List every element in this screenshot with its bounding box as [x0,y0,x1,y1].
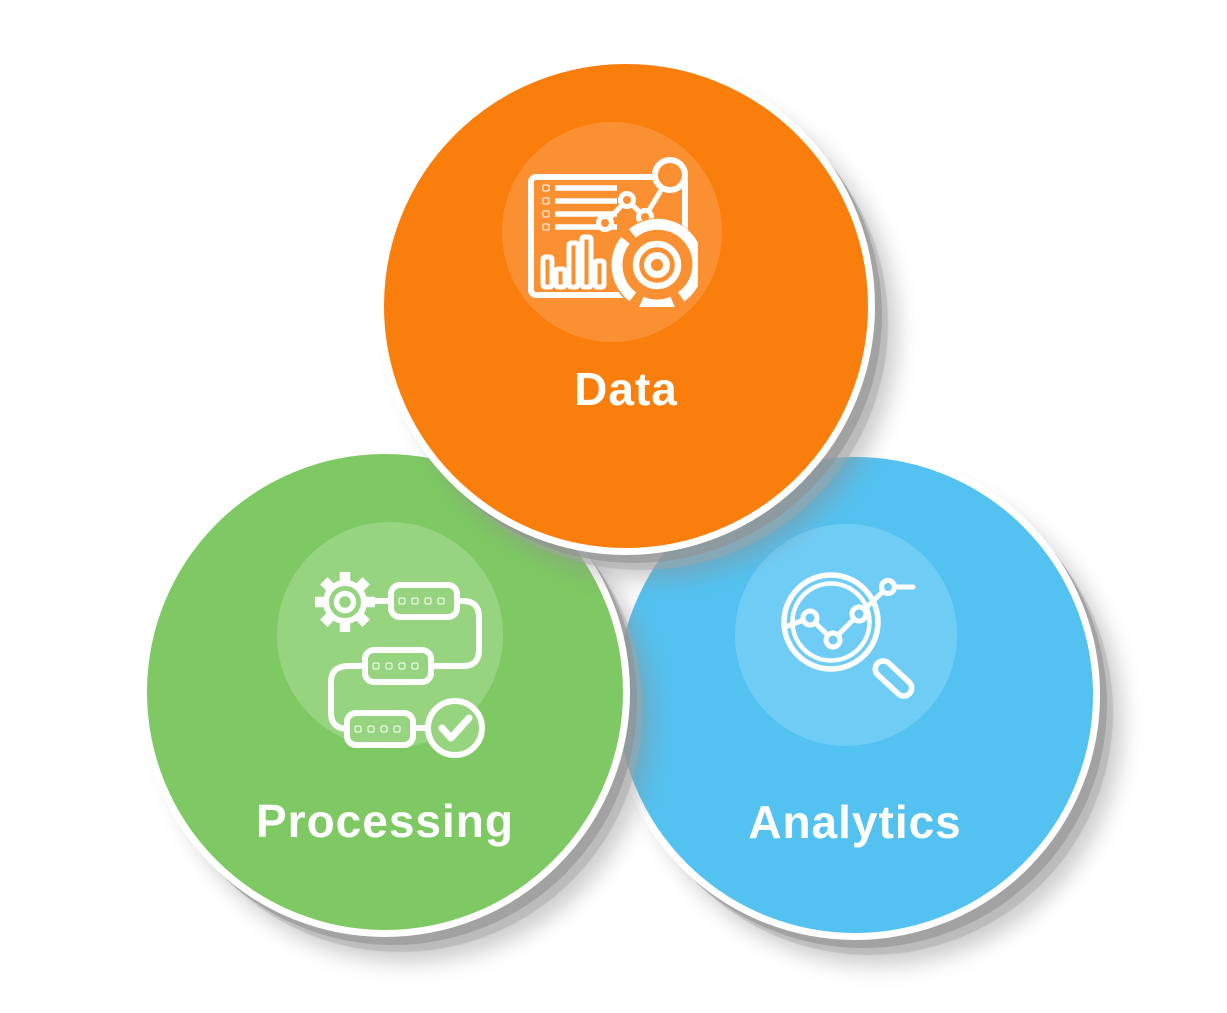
gear-workflow-icon [315,572,485,758]
analytics-inner-glow [735,524,957,746]
processing-label: Processing [256,795,514,847]
magnifier-trend-icon [781,572,916,699]
processing-circle: Processing [140,447,630,937]
data-circle: Data [377,57,875,555]
dashboard-chart-icon [528,157,698,307]
analytics-circle: Analytics [610,450,1100,940]
analytics-label: Analytics [748,796,962,848]
data-label: Data [574,363,678,415]
